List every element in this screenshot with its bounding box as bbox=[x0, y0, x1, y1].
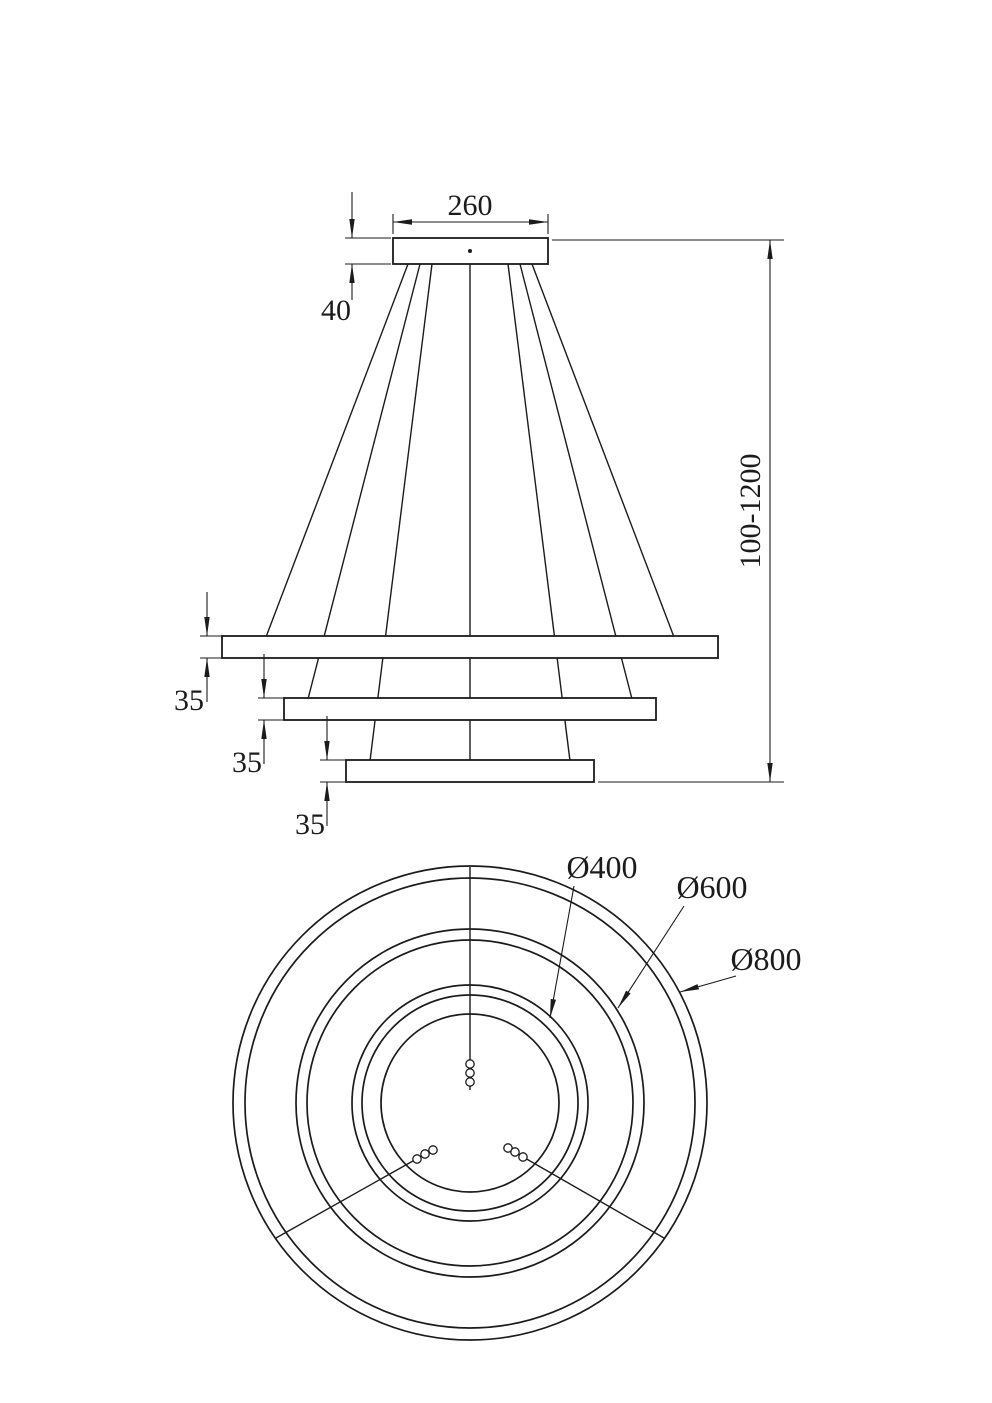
ring-600-profile bbox=[283, 697, 657, 721]
ring-400-profile bbox=[345, 759, 595, 783]
canopy-height-label: 40 bbox=[321, 294, 351, 327]
suspension-height-label: 100-1200 bbox=[734, 454, 767, 569]
dim-ring1-height: 35 bbox=[174, 592, 222, 717]
dim-canopy-width: 260 bbox=[392, 189, 549, 234]
callout-diameter-600: Ø600 bbox=[617, 869, 748, 1009]
diameter-800-label: Ø800 bbox=[730, 941, 801, 977]
ring3-height-label: 35 bbox=[295, 808, 325, 841]
plan-view: Ø400 Ø600 Ø800 bbox=[232, 849, 802, 1341]
callout-diameter-800: Ø800 bbox=[679, 941, 802, 993]
canopy-width-label: 260 bbox=[448, 189, 493, 222]
callout-diameter-400: Ø400 bbox=[549, 849, 638, 1019]
diameter-600-label: Ø600 bbox=[676, 869, 747, 905]
ceiling-canopy bbox=[392, 237, 549, 265]
diameter-400-label: Ø400 bbox=[566, 849, 637, 885]
ring-800-profile bbox=[221, 635, 719, 659]
dim-ring3-height: 35 bbox=[295, 716, 346, 841]
ring-800-outer-edge bbox=[232, 865, 708, 1341]
ring2-height-label: 35 bbox=[232, 746, 262, 779]
canopy-center-mark bbox=[468, 249, 472, 253]
cable-grippers bbox=[412, 1059, 528, 1164]
dim-canopy-height: 40 bbox=[321, 192, 391, 327]
plan-cable-lines bbox=[275, 867, 665, 1239]
suspension-cables bbox=[265, 263, 675, 762]
side-elevation: 260 40 100-1200 bbox=[174, 189, 784, 841]
dim-ring2-height: 35 bbox=[232, 654, 284, 779]
ring1-height-label: 35 bbox=[174, 684, 204, 717]
dim-suspension-height: 100-1200 bbox=[552, 239, 784, 783]
